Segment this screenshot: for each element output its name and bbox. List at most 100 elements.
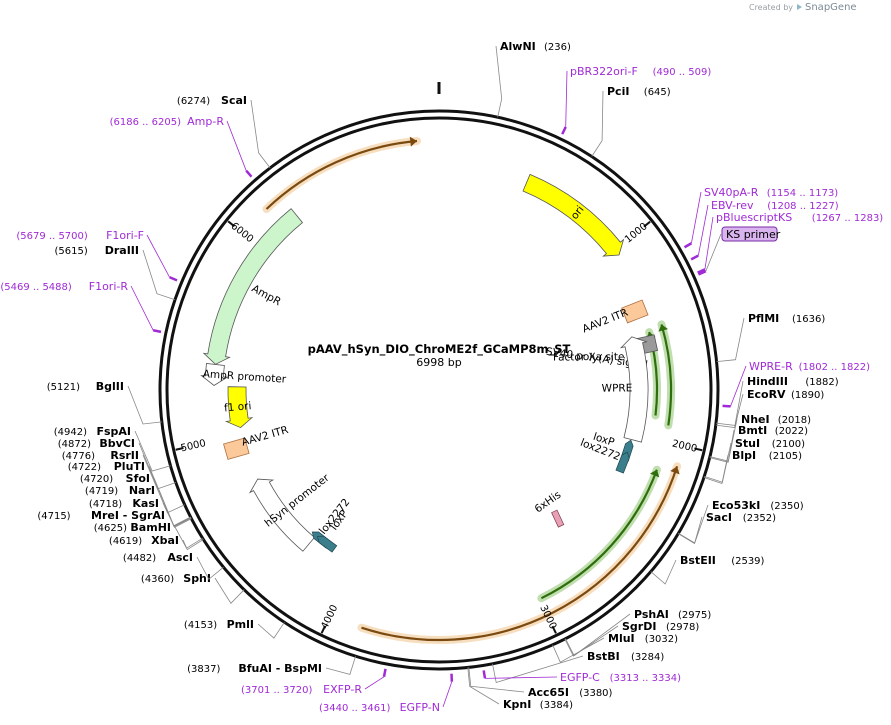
- primer-ks-primer[interactable]: KS primer: [697, 226, 781, 276]
- site-bmti[interactable]: BmtI (2022): [709, 424, 808, 463]
- site-position: (2022): [775, 426, 808, 437]
- site-pmli[interactable]: PmlI(4153): [184, 618, 285, 639]
- primer-exfp-r[interactable]: EXFP-R(3701 .. 3720): [241, 668, 387, 696]
- primer-name: EGFP-N: [400, 701, 440, 714]
- feature-6xhis[interactable]: [551, 509, 565, 528]
- arc-green-3[interactable]: [537, 465, 661, 603]
- site-position: (4619): [109, 536, 142, 547]
- tick-4000: [320, 625, 326, 634]
- primer-egfp-c[interactable]: EGFP-C(3313 .. 3334): [482, 670, 681, 684]
- feature-ori[interactable]: [522, 173, 625, 257]
- arc-outer-orange-1[interactable]: [262, 136, 421, 213]
- site-bfuai-bspmi[interactable]: BfuAI - BspMI(3837): [187, 656, 356, 675]
- primer-name: F1ori-R: [89, 280, 129, 293]
- tick-label-6000: 6000: [229, 221, 256, 245]
- primer-f1ori-r[interactable]: F1ori-R(5469 .. 5488): [0, 280, 162, 334]
- feature-label-ampr: AmpR: [250, 283, 283, 309]
- site-fspai[interactable]: FspAI(4942): [54, 425, 171, 472]
- site-name: BamHI: [130, 521, 171, 534]
- site-name: PmlI: [227, 618, 254, 631]
- site-name: XbaI: [151, 534, 179, 547]
- site-xbai[interactable]: XbaI (4619): [109, 534, 204, 551]
- site-kpni[interactable]: KpnI(3384): [467, 667, 573, 712]
- site-draiii[interactable]: DraIII(5615): [55, 244, 176, 301]
- site-bglii[interactable]: BglII(5121): [47, 380, 162, 425]
- arc-green-1[interactable]: [657, 320, 675, 430]
- primer-position: (1208 .. 1227): [767, 201, 839, 212]
- site-bstbi[interactable]: BstBI(3284): [492, 650, 665, 684]
- site-position: (4718): [89, 499, 122, 510]
- primer-pbluescriptks[interactable]: pBluescriptKS (1267 .. 1283): [697, 211, 884, 274]
- primer-position: (3440 .. 3461): [319, 703, 391, 714]
- site-bamhi[interactable]: BamHI(4625): [94, 521, 203, 549]
- site-name: SgrDI: [622, 620, 656, 633]
- primer-wpre-r[interactable]: WPRE-R(1802 .. 1822): [722, 360, 871, 408]
- primer-position: (5679 .. 5700): [16, 231, 88, 242]
- tick-label-2000: 2000: [671, 438, 698, 454]
- primer-name: pBluescriptKS: [716, 211, 792, 224]
- site-position: (2100): [772, 439, 805, 450]
- primer-ebv-rev[interactable]: EBV-rev(1208 .. 1227): [690, 199, 839, 261]
- site-position: (4872): [58, 439, 91, 450]
- primer-position: (6186 .. 6205): [110, 117, 182, 128]
- feature-hsyn-promoter[interactable]: [248, 478, 316, 552]
- site-scai[interactable]: ScaI(6274): [177, 94, 271, 169]
- primer-egfp-n[interactable]: EGFP-N (3440 .. 3461): [319, 673, 454, 714]
- arc-outer-orange-2[interactable]: [357, 462, 682, 645]
- primer-f1ori-f[interactable]: F1ori-F(5679 .. 5700): [16, 229, 178, 282]
- site-bbvci[interactable]: BbvCI (4872): [58, 437, 176, 490]
- site-alwni[interactable]: AlwNI(236): [495, 40, 571, 118]
- site-acc65i[interactable]: Acc65I(3380): [468, 667, 613, 699]
- site-saci[interactable]: SacI(2352): [677, 511, 776, 545]
- site-name: PluTI: [114, 460, 145, 473]
- site-name: SacI: [706, 511, 732, 524]
- site-name: PflMI: [748, 312, 779, 325]
- snapgene-brand: SnapGene: [805, 2, 857, 13]
- feature-aav2-itr[interactable]: [223, 437, 250, 460]
- site-pcii[interactable]: PciI(645): [591, 85, 671, 157]
- site-name: BbvCI: [99, 437, 135, 450]
- feature-lox2272[interactable]: [615, 451, 631, 474]
- primer-name: pBR322ori-F: [570, 65, 638, 78]
- site-position: (4360): [141, 574, 174, 585]
- site-bsteii[interactable]: BstEII(2539): [650, 554, 765, 585]
- primer-amp-r[interactable]: Amp-R(6186 .. 6205): [110, 115, 253, 178]
- site-position: (3384): [540, 700, 573, 711]
- primer-name: WPRE-R: [749, 360, 793, 373]
- site-sgrdi[interactable]: SgrDI(2978): [564, 620, 700, 657]
- plasmid-length: 6998 bp: [416, 356, 461, 369]
- primer-position: (1267 .. 1283): [812, 213, 884, 224]
- site-name: BmtI: [738, 424, 767, 437]
- feature-ampr[interactable]: [202, 208, 304, 365]
- site-ecorv[interactable]: EcoRV (1890): [715, 388, 825, 428]
- primer-pbr322ori-f[interactable]: pBR322ori-F(490 .. 509): [561, 65, 711, 135]
- feature-ampr-promoter[interactable]: [200, 363, 229, 386]
- site-mlui[interactable]: MluI(3032): [552, 632, 679, 663]
- site-blpi[interactable]: BlpI(2105): [703, 449, 802, 485]
- site-name: BfuAI - BspMI: [238, 662, 322, 675]
- site-name: Eco53kI: [712, 499, 760, 512]
- primer-sv40pa-r[interactable]: SV40pA-R(1154 .. 1173): [683, 186, 839, 249]
- primer-position: (3701 .. 3720): [241, 685, 313, 696]
- site-name: EcoRV: [747, 388, 786, 401]
- site-position: (1890): [791, 390, 824, 401]
- site-name: BstBI: [587, 650, 620, 663]
- feature-loxp[interactable]: [315, 533, 338, 553]
- site-name: NarI: [129, 484, 155, 497]
- site-pflmi[interactable]: PflMI(1636): [716, 312, 826, 362]
- site-eco53ki[interactable]: Eco53kI(2350): [678, 499, 804, 544]
- tick-6000: [227, 220, 236, 228]
- site-sphi[interactable]: SphI(4360): [141, 572, 245, 604]
- site-pluti[interactable]: PluTI(4722): [68, 460, 191, 527]
- site-name: PshAI: [634, 608, 669, 621]
- site-name: BlpI: [732, 449, 756, 462]
- site-name: HindIII: [747, 375, 788, 388]
- feature-f1-ori[interactable]: [224, 386, 254, 429]
- primer-name: EGFP-C: [560, 671, 600, 684]
- feature-wpre[interactable]: [619, 336, 649, 443]
- feature-aav2-itr[interactable]: [621, 299, 649, 324]
- site-asci[interactable]: AscI(4482): [123, 551, 224, 580]
- site-name: PciI: [607, 85, 629, 98]
- site-name: FspAI: [96, 425, 131, 438]
- site-rsrii[interactable]: RsrII(4776): [62, 449, 185, 514]
